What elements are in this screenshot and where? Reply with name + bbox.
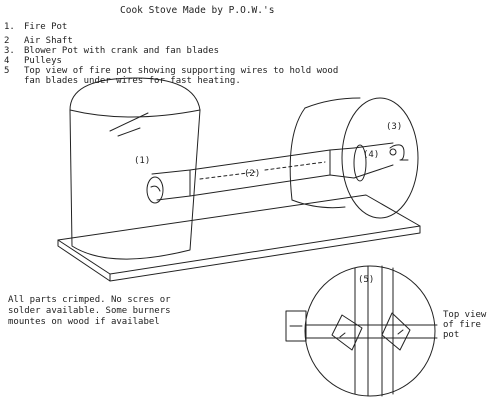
legend-item: fan blades under wires for fast heating.	[24, 76, 241, 86]
legend-item: 1.Fire Pot	[4, 22, 68, 32]
blower-pot	[289, 97, 419, 219]
legend-item: 3.Blower Pot with crank and fan blades	[4, 46, 220, 56]
fire-pot	[69, 77, 201, 260]
top-view-label: Top view of fire pot	[443, 310, 487, 340]
label-top-view: (5)	[358, 275, 374, 285]
label-blower: (3)	[386, 122, 402, 132]
air-shaft	[151, 147, 355, 201]
label-air-shaft: (2)	[244, 169, 260, 179]
label-pulley: (4)	[363, 150, 379, 160]
top-view-circle	[285, 265, 438, 397]
pulley	[353, 142, 394, 182]
construction-note: All parts crimped. No scres or solder av…	[8, 295, 171, 327]
label-fire-pot: (1)	[134, 156, 150, 166]
page-title: Cook Stove Made by P.O.W.'s	[120, 5, 275, 16]
wooden-base	[57, 194, 421, 282]
